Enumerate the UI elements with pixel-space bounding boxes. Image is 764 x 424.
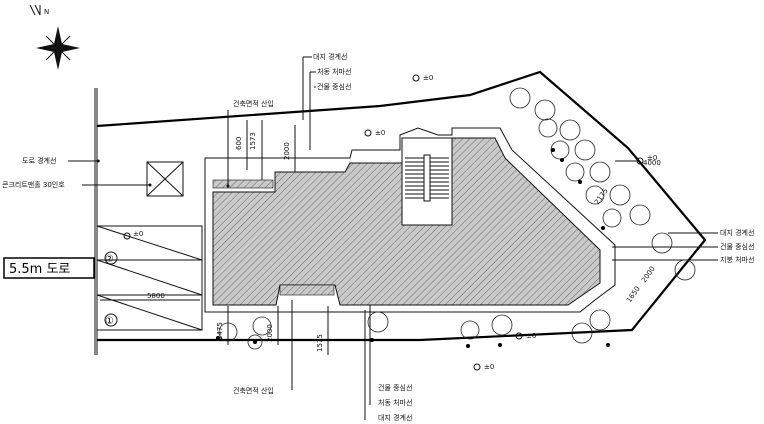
bottom-label-1: 건물 중심선	[378, 383, 412, 392]
stair-core	[401, 137, 453, 226]
parking-area	[96, 225, 203, 331]
road-dim: 5800	[147, 292, 165, 300]
top-label-3: 건물 중심선	[317, 82, 351, 91]
level-marker-2: ±0	[364, 129, 385, 137]
area-strip-top	[212, 179, 274, 189]
right-dimensions: 4000 2175 2000 1650	[593, 159, 661, 304]
road-label: 5.5m 도로	[9, 262, 70, 277]
manhole-icon	[146, 161, 184, 197]
tree-dots	[216, 148, 610, 348]
north-label: N	[44, 8, 49, 16]
svg-text:2000: 2000	[266, 324, 274, 342]
svg-text:±0: ±0	[484, 363, 494, 371]
right-label-3: 지붕 처마선	[720, 255, 754, 264]
tree-cluster-bottom	[218, 311, 513, 350]
top-label-1: 대지 경계선	[313, 52, 347, 61]
level-marker-5: ±0	[636, 154, 657, 165]
building-area-label-bottom: 건축면적 산입	[233, 386, 274, 395]
level-marker-road: ±0	[123, 230, 143, 240]
site-boundary	[96, 70, 707, 342]
svg-text:2175: 2175	[593, 187, 610, 206]
bottom-label-2: 처동 처마선	[378, 398, 412, 407]
manhole-label: 콘크리트맨홀 30인호	[2, 180, 65, 189]
svg-text:±0: ±0	[375, 129, 385, 137]
right-label-2: 건물 중심선	[720, 242, 754, 251]
level-marker-3: ±0	[515, 332, 536, 340]
road-boundary-label: 도로 경계선	[22, 156, 56, 165]
bottom-label-3: 대지 경계선	[378, 413, 412, 422]
svg-text:1573: 1573	[249, 132, 257, 150]
svg-text:2000: 2000	[283, 142, 291, 160]
level-marker-1: ±0	[412, 74, 433, 82]
tree-cluster-right	[509, 87, 696, 344]
building-area-label-top: 건축면적 산입	[233, 99, 274, 108]
svg-text:2000: 2000	[640, 265, 657, 284]
right-label-1: 대지 경계선	[720, 228, 754, 237]
lane-2: ②	[105, 254, 114, 265]
lane-1: ①	[105, 316, 114, 327]
bottom-dimensions: 2475 2000 1575	[216, 306, 329, 355]
road-label-box: 5.5m 도로	[3, 257, 95, 279]
area-strip-bottom	[279, 284, 335, 296]
svg-text:2475: 2475	[216, 322, 224, 340]
svg-text:600: 600	[235, 137, 243, 150]
svg-text:1575: 1575	[316, 334, 324, 352]
level-marker-4: ±0	[473, 363, 494, 371]
svg-text:1650: 1650	[625, 285, 642, 304]
svg-text:4000: 4000	[643, 159, 661, 167]
svg-text:±0: ±0	[647, 154, 657, 162]
svg-text:±0: ±0	[423, 74, 433, 82]
top-label-2: 처동 처마선	[317, 67, 351, 76]
top-dimensions: 600 1573 2000	[235, 120, 296, 180]
svg-text:±0: ±0	[526, 332, 536, 340]
svg-text:±0: ±0	[133, 230, 143, 238]
north-arrow-icon: N	[29, 4, 80, 70]
eave-line	[204, 127, 616, 313]
